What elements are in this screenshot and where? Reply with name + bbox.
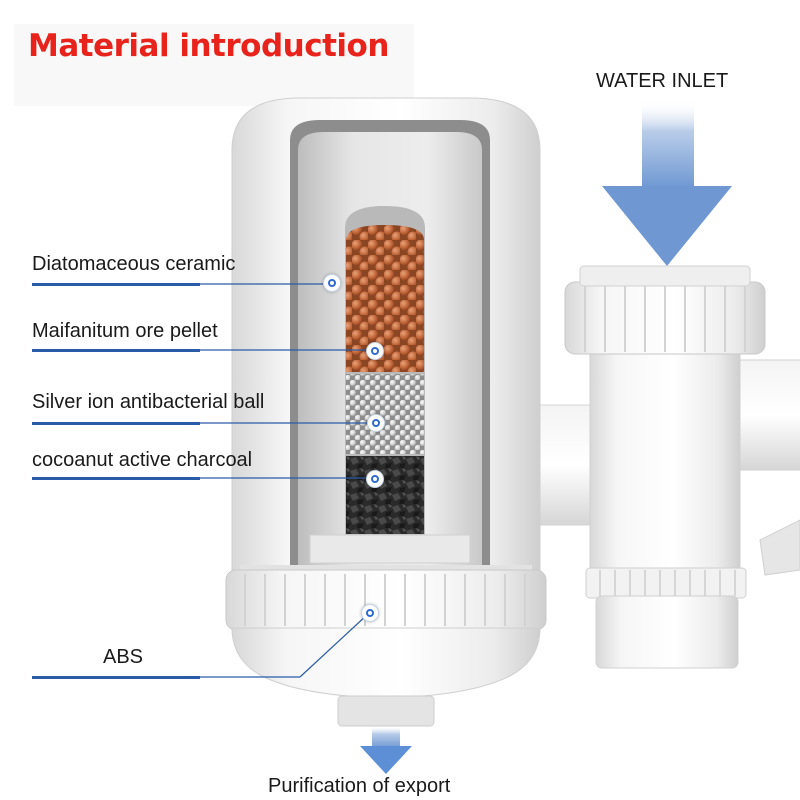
outlet-arrow-icon — [360, 726, 412, 774]
abs-underline — [32, 676, 200, 679]
cocoanut-charcoal-label: cocoanut active charcoal — [32, 449, 253, 471]
outlet-label: Purification of export — [268, 775, 451, 797]
diatomaceous-ceramic-marker-icon — [323, 274, 341, 292]
inlet-arrow-icon — [602, 100, 732, 266]
silver-ion-marker-icon — [367, 414, 385, 432]
abs-label: ABS — [103, 646, 144, 668]
silver-ion-underline — [32, 422, 200, 425]
maifanitum-ore-pellet-underline — [32, 349, 200, 352]
maifanitum-ore-pellet-marker-icon — [366, 342, 384, 360]
diatomaceous-ceramic-underline — [32, 283, 200, 286]
filter-base — [225, 569, 547, 727]
maifanitum-ore-pellet-label: Maifanitum ore pellet — [32, 320, 218, 342]
diatomaceous-ceramic-label: Diatomaceous ceramic — [32, 253, 236, 275]
silver-ion-label: Silver ion antibacterial ball — [32, 391, 265, 413]
cocoanut-charcoal-underline — [32, 477, 200, 480]
filter-housing — [231, 97, 541, 577]
water-inlet-label: WATER INLET — [596, 70, 729, 92]
page-title: Material introduction — [28, 28, 389, 64]
abs-marker-icon — [361, 604, 379, 622]
faucet-connector — [529, 265, 800, 669]
cocoanut-charcoal-marker-icon — [366, 470, 384, 488]
